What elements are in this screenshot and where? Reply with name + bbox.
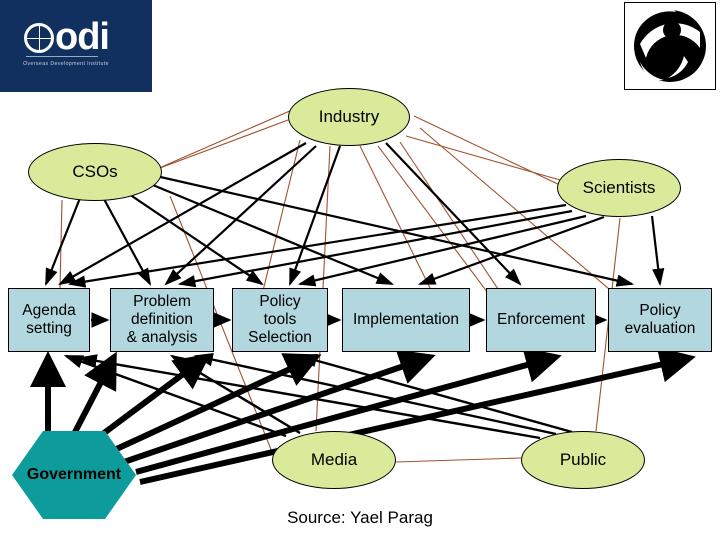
process-stage-implementation[interactable]: Implementation	[342, 288, 470, 352]
odi-wordmark: odi	[24, 16, 110, 58]
actor-node-csos[interactable]: CSOs	[28, 143, 162, 201]
actor-stage-edges	[44, 142, 665, 288]
actor-node-label: Government	[26, 466, 122, 483]
actor-node-label: CSOs	[72, 162, 118, 181]
government-edges	[29, 347, 696, 485]
odi-wordmark-text: odi	[55, 16, 110, 58]
odi-logo-divider	[26, 56, 98, 57]
source-caption: Source: Yael Parag	[287, 508, 433, 527]
actor-node-label: Public	[559, 450, 607, 469]
odi-logo: odi Overseas Development Institute	[0, 0, 152, 92]
process-stage-enforcement[interactable]: Enforcement	[486, 288, 596, 352]
partner-logo	[624, 2, 716, 90]
actor-node-public[interactable]: Public	[521, 431, 645, 489]
globe-icon	[24, 23, 54, 53]
actor-node-label: Media	[310, 450, 358, 469]
odi-logo-subtitle: Overseas Development Institute	[23, 61, 109, 67]
actor-node-media[interactable]: Media	[272, 431, 396, 489]
actor-node-label: Industry	[318, 107, 380, 126]
actor-node-label: Scientists	[582, 178, 656, 197]
process-stage-label: Enforcement	[497, 311, 585, 328]
actor-node-scientists[interactable]: Scientists	[557, 159, 681, 217]
process-stage-label: Implementation	[353, 311, 459, 328]
globe-person-icon	[634, 4, 706, 82]
actor-node-industry[interactable]: Industry	[288, 88, 410, 146]
